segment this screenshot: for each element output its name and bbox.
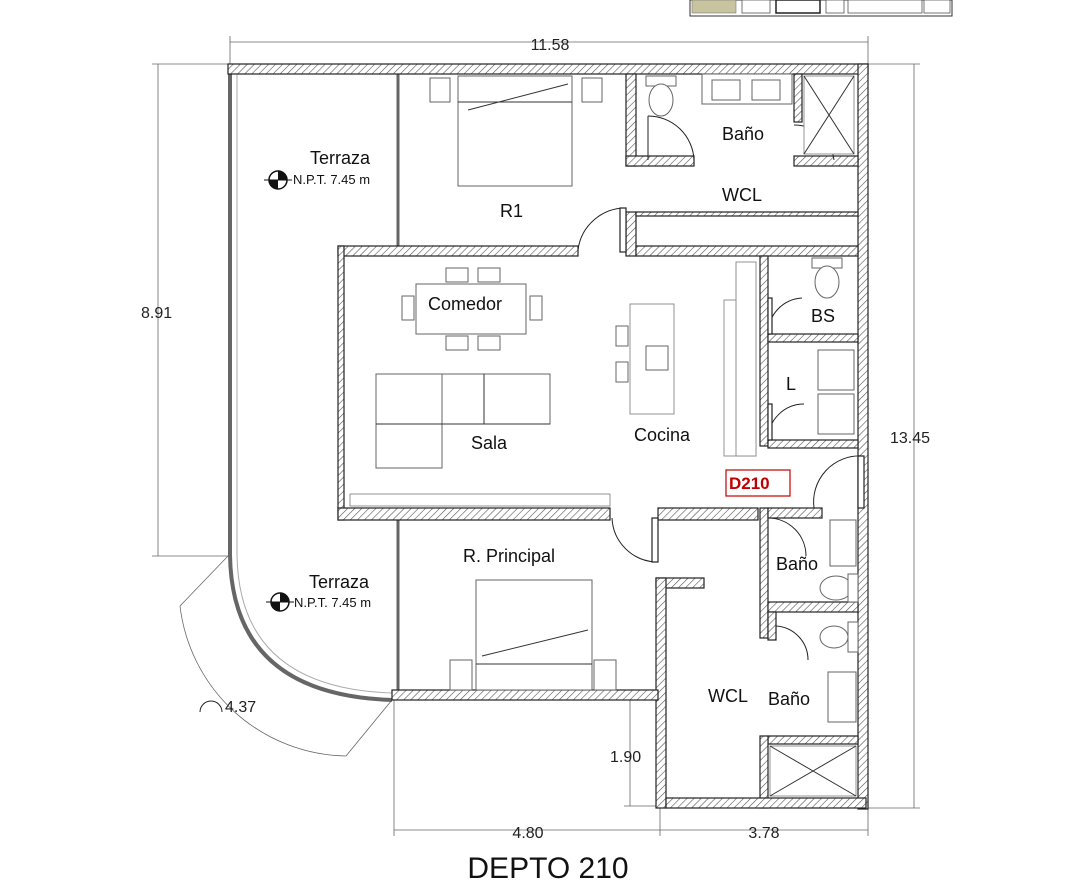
dim-lower-height: 1.90 <box>610 749 641 766</box>
bottom-bath-fixtures <box>769 621 859 797</box>
dining-table <box>401 267 543 351</box>
room-cocina: Cocina <box>634 425 691 445</box>
unit-label: D210 <box>729 474 770 493</box>
dim-top-width: 11.58 <box>531 37 570 54</box>
room-terraza-top: Terraza <box>310 148 371 168</box>
level-terraza-top: N.P.T. 7.45 m <box>293 172 370 187</box>
sofa <box>375 373 551 469</box>
room-terraza-bottom: Terraza <box>309 572 370 592</box>
doors <box>577 115 865 781</box>
plan-title: DEPTO 210 <box>467 852 628 885</box>
room-bano-bottom: Baño <box>768 689 810 709</box>
key-plan-thumbnail <box>689 0 953 17</box>
r1-bed <box>429 75 603 187</box>
mid-bath-fixtures <box>819 519 859 603</box>
room-bs: BS <box>811 306 835 326</box>
laundry-machines <box>817 349 855 435</box>
room-r1: R1 <box>500 201 523 221</box>
unit-label-box <box>725 469 791 497</box>
room-l: L <box>786 374 796 394</box>
dimension-left <box>152 63 230 557</box>
dim-left-height: 8.91 <box>141 305 172 322</box>
dimension-arc <box>179 555 393 757</box>
dimension-top <box>229 36 869 64</box>
room-bano-mid: Baño <box>776 554 818 574</box>
level-marker-top <box>264 170 292 190</box>
dim-bottom-right: 3.78 <box>748 825 779 842</box>
kitchen-island <box>349 261 757 507</box>
walls <box>227 63 869 810</box>
dim-right-height: 13.45 <box>890 430 930 447</box>
room-r-principal: R. Principal <box>463 546 555 566</box>
dimension-right <box>868 63 920 809</box>
top-bath-fixtures <box>645 73 855 155</box>
room-wcl-top: WCL <box>722 185 762 205</box>
room-bano-top: Baño <box>722 124 764 144</box>
r-principal-bed <box>449 579 617 691</box>
level-marker-bottom <box>266 592 294 612</box>
room-wcl-bottom: WCL <box>708 686 748 706</box>
dim-arc-length: 4.37 <box>225 699 256 716</box>
level-terraza-bottom: N.P.T. 7.45 m <box>294 595 371 610</box>
room-sala: Sala <box>471 433 508 453</box>
dim-bottom-left: 4.80 <box>512 825 543 842</box>
dimension-bottom <box>393 700 869 836</box>
bs-toilet <box>811 257 843 299</box>
room-comedor: Comedor <box>428 294 502 314</box>
